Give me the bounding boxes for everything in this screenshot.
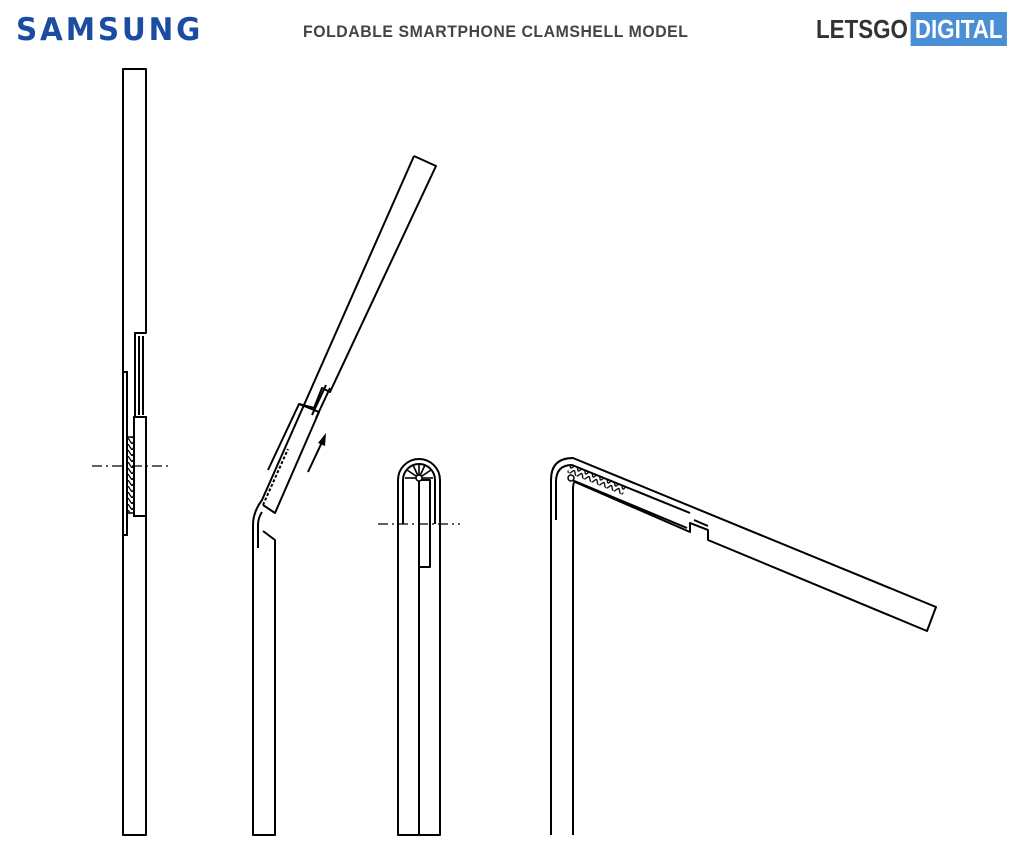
spring-mechanism bbox=[567, 465, 626, 495]
spring-mechanism bbox=[126, 436, 135, 514]
logo-part-letsgo: LETSGO bbox=[816, 14, 908, 44]
figure-partially-folded bbox=[252, 155, 437, 836]
arrow-icon bbox=[318, 433, 326, 446]
page-title: FOLDABLE SMARTPHONE CLAMSHELL MODEL bbox=[303, 22, 689, 41]
figure-fully-folded bbox=[378, 458, 460, 836]
logo-part-digital: DIGITAL bbox=[910, 12, 1007, 46]
figure-half-open bbox=[550, 457, 937, 835]
samsung-logo: SAMSUNG bbox=[16, 12, 204, 48]
figure-unfolded-flat bbox=[92, 68, 172, 836]
letsgodigital-logo: LETSGO DIGITAL bbox=[816, 12, 1007, 46]
